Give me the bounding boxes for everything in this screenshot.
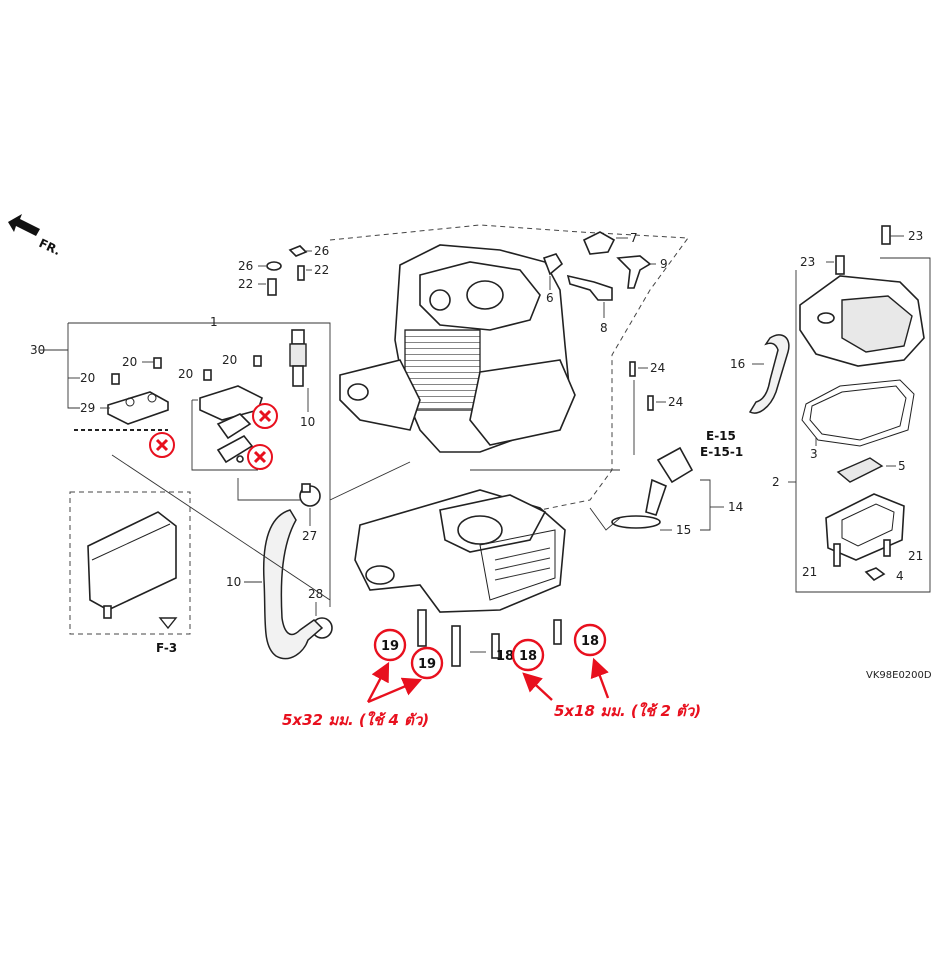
spark-plug-17: 10: [289, 329, 315, 429]
callout: 9: [660, 257, 668, 271]
callout: 23: [800, 255, 815, 269]
callout: 20: [80, 371, 95, 385]
block-outline: [329, 224, 689, 521]
annotation-arrow: [590, 657, 610, 699]
callout: 22: [314, 263, 329, 277]
bolt-note-5x18: 5x18 มม. (ใช้ 2 ตัว): [554, 702, 701, 720]
highlight-18a: 18: [511, 638, 545, 672]
bolts: 18: [417, 609, 562, 667]
callout: 21: [802, 565, 817, 579]
callout: 30: [30, 343, 45, 357]
figure-code: VK98E0200D: [866, 670, 932, 681]
highlight-19b: 19: [410, 646, 444, 680]
bracket-1: 1 30: [30, 315, 331, 607]
ref-label: E-15: [706, 429, 736, 443]
highlight-19a: 19: [373, 628, 407, 662]
callout: 26: [314, 244, 329, 258]
callout: 27: [302, 529, 317, 543]
callout: 4: [896, 569, 904, 583]
ref-label: E-15-1: [700, 445, 743, 459]
leader: [111, 454, 331, 601]
rocker-arms: 7 6 8 9: [542, 231, 668, 335]
callout: 20: [222, 353, 237, 367]
callout: 8: [600, 321, 608, 335]
callout: 20: [178, 367, 193, 381]
callout-highlight: 19: [418, 657, 436, 672]
bracket-group: 20 20: [178, 353, 300, 501]
breather-hose-10: 10: [226, 509, 324, 660]
callout: 29: [80, 401, 95, 415]
cover-f3: F-3: [69, 491, 191, 655]
annotation-arrow: [367, 677, 423, 704]
callout: 23: [908, 229, 923, 243]
callout: 5: [898, 459, 906, 473]
excluded-part-icon: [252, 403, 278, 429]
callout: 24: [668, 395, 683, 409]
head-cover-group: 2 23 23 3 5 21 21 4 16: [730, 225, 931, 593]
excluded-part-icon: [149, 432, 175, 458]
callout: 15: [676, 523, 691, 537]
bolt-note-5x32: 5x32 มม. (ใช้ 4 ตัว): [282, 711, 429, 729]
highlight-18b: 18: [573, 623, 607, 657]
clamp-27: 27: [299, 483, 321, 543]
front-arrow-icon: FR.: [8, 214, 63, 258]
callout: 3: [810, 447, 818, 461]
crankcase: [354, 469, 620, 613]
nuts-24-22: 26 22 26 22: [238, 244, 329, 296]
callout: 10: [300, 415, 315, 429]
ref-label: F-3: [156, 641, 177, 655]
leader: [329, 461, 411, 501]
callout: 2: [772, 475, 780, 489]
callout: 14: [728, 500, 743, 514]
callout-highlight: 19: [381, 639, 399, 654]
callout: 10: [226, 575, 241, 589]
cylinder-head: [339, 244, 576, 453]
excluded-part-icon: [247, 444, 273, 470]
callout: 22: [238, 277, 253, 291]
callout: 1: [210, 315, 218, 329]
callout: 18: [496, 649, 514, 664]
callout-highlight: 18: [519, 649, 537, 664]
callout: 21: [908, 549, 923, 563]
annotation-arrow: [366, 661, 390, 703]
callout: 26: [238, 259, 253, 273]
callout-highlight: 18: [581, 634, 599, 649]
callout: 6: [546, 291, 554, 305]
callout: 7: [630, 231, 638, 245]
callout: 20: [122, 355, 137, 369]
part-29-plate: 29 20 20: [80, 355, 169, 425]
callout: 16: [730, 357, 745, 371]
pins-26: 24 24: [629, 361, 683, 455]
callout: 28: [308, 587, 323, 601]
front-arrow-label: FR.: [37, 236, 63, 258]
callout: 24: [650, 361, 665, 375]
dipstick-14: 14 15: [589, 446, 743, 537]
annotation-arrow: [522, 672, 553, 701]
